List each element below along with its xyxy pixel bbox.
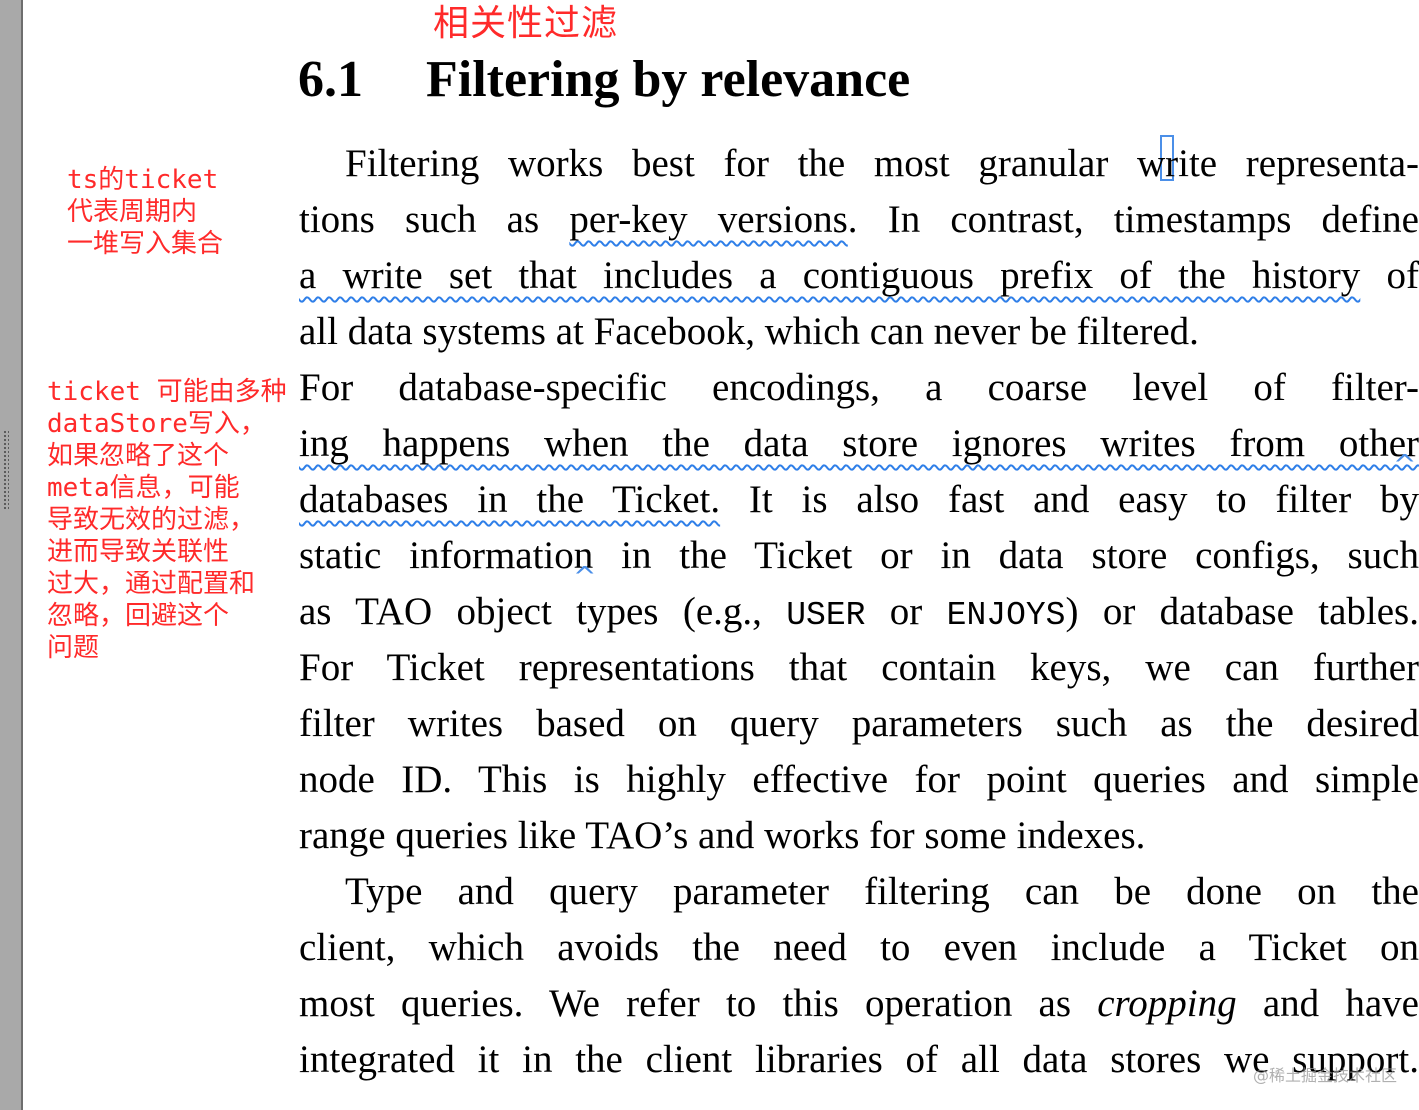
note-line: meta信息，可能 xyxy=(47,473,240,503)
note-line: 如果忽略了这个 xyxy=(47,441,230,471)
note-line: 一堆写入集合 xyxy=(67,229,224,259)
body-line: Type and query parameter filtering can b… xyxy=(345,870,1419,913)
section-number: 6.1 xyxy=(298,51,363,108)
body-line: For database-specific encodings, a coars… xyxy=(299,366,1419,409)
body-line: integrated it in the client libraries of… xyxy=(299,1038,1419,1081)
emphasis-cropping: cropping xyxy=(1097,982,1237,1025)
note-line: 进而导致关联性 xyxy=(47,537,230,567)
margin-note-ticket-datastore: ticket 可能由多种 dataStore写入， 如果忽略了这个 meta信息… xyxy=(47,376,287,664)
body-line: ing happens when the data store ignores … xyxy=(299,416,1419,472)
body-line: most queries. We refer to this operation… xyxy=(299,982,1419,1025)
code-enjoys: ENJOYS xyxy=(946,597,1066,634)
squiggle-underline: ing happens when the data store ignores … xyxy=(299,422,1419,465)
note-line: ticket 可能由多种 xyxy=(47,377,287,407)
text-cursor-box xyxy=(1160,135,1174,181)
body-line: For Ticket representations that contain … xyxy=(299,646,1419,689)
body-line: static information in the Ticket or in d… xyxy=(299,534,1419,577)
section-title: Filtering by relevance xyxy=(426,51,911,108)
body-line: Filtering works best for the most granul… xyxy=(345,142,1419,185)
body-line: a write set that includes a contiguous p… xyxy=(299,254,1419,297)
note-line: 问题 xyxy=(47,633,100,663)
note-line: 代表周期内 xyxy=(67,197,198,227)
viewer-left-gutter xyxy=(0,0,23,1110)
body-line: client, which avoids the need to even in… xyxy=(299,926,1419,969)
squiggle-underline: per-key versions xyxy=(569,198,848,241)
insertion-caret-mark: ^ xyxy=(1393,448,1417,481)
body-line: filter writes based on query parameters … xyxy=(299,702,1419,745)
body-line: node ID. This is highly effective for po… xyxy=(299,758,1419,801)
note-line: ts的ticket xyxy=(67,165,219,195)
margin-note-ts-ticket: ts的ticket 代表周期内 一堆写入集合 xyxy=(67,164,223,260)
insertion-caret-mark: ^ xyxy=(573,560,597,593)
document-page: 相关性过滤 6.1 Filtering by relevance ts的ticke… xyxy=(23,0,1419,1110)
note-line: dataStore写入， xyxy=(47,409,266,439)
gutter-resize-grip[interactable] xyxy=(3,430,9,510)
body-line: databases in the Ticket. It is also fast… xyxy=(299,478,1419,521)
body-line: as TAO object types (e.g., USER or ENJOY… xyxy=(299,590,1419,634)
section-heading: 6.1 Filtering by relevance xyxy=(298,50,910,109)
note-line: 忽略，回避这个 xyxy=(47,601,230,631)
squiggle-underline: databases in the Ticket. xyxy=(299,478,721,521)
heading-annotation: 相关性过滤 xyxy=(433,3,619,44)
body-line: tions such as per-key versions. In contr… xyxy=(299,198,1419,241)
squiggle-underline: a write set that includes a contiguous p… xyxy=(299,254,1361,297)
body-line: all data systems at Facebook, which can … xyxy=(299,310,1199,353)
note-line: 导致无效的过滤， xyxy=(47,505,256,535)
code-user: USER xyxy=(786,597,866,634)
body-line: range queries like TAO’s and works for s… xyxy=(299,814,1146,857)
note-line: 过大，通过配置和 xyxy=(47,569,256,599)
watermark: @稀土掘金技术社区 xyxy=(1253,1066,1398,1085)
